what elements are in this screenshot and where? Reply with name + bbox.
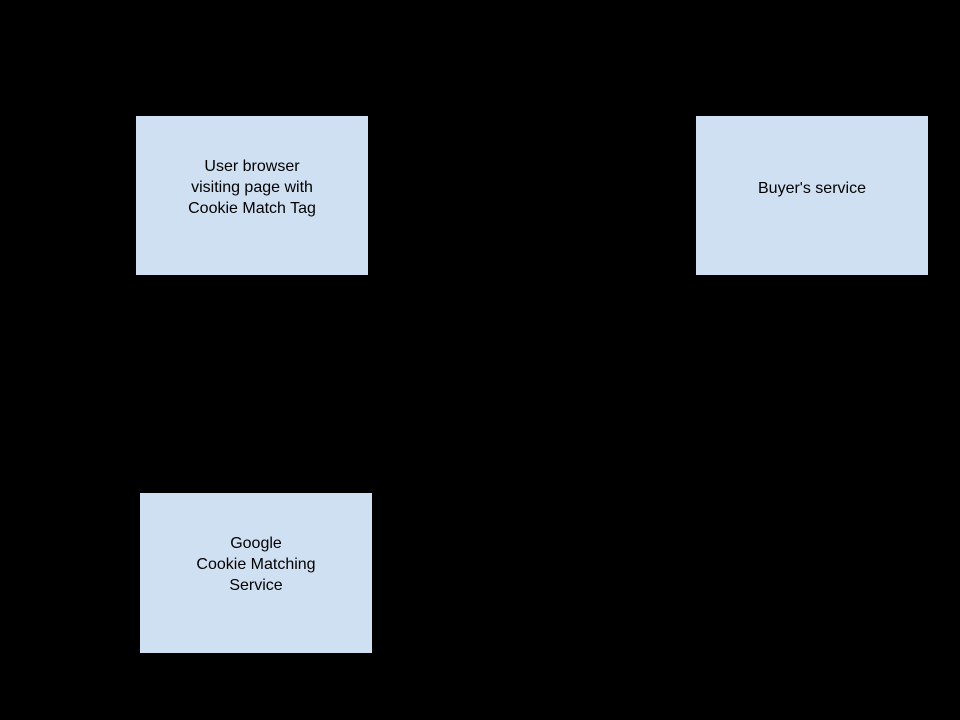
diagram-node-buyers-service-label: Buyer's service: [758, 180, 866, 197]
diagram-node-user-browser-label: User browser visiting page with Cookie M…: [188, 158, 316, 217]
diagram-node-google-cookie-matching-service[interactable]: Google Cookie Matching Service: [140, 493, 372, 653]
diagram-node-buyers-service[interactable]: Buyer's service: [696, 116, 928, 275]
diagram-node-google-cookie-matching-service-label: Google Cookie Matching Service: [196, 535, 316, 594]
diagram-node-user-browser[interactable]: User browser visiting page with Cookie M…: [136, 116, 368, 275]
